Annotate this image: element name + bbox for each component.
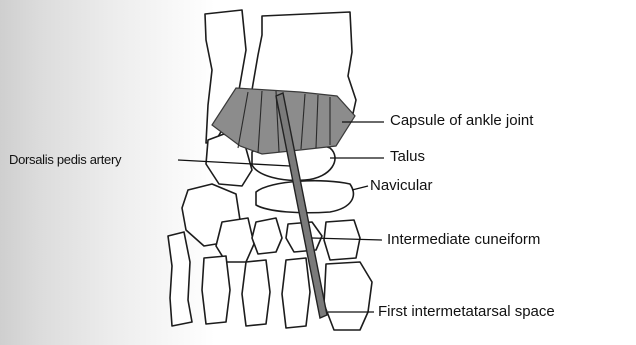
medial-cuneiform-bone [324, 220, 360, 260]
metatarsal-5-bone [168, 232, 192, 326]
metatarsal-1-bone [324, 262, 372, 330]
label-first-intermetatarsal-space: First intermetatarsal space [378, 303, 555, 321]
metatarsal-2-bone [282, 258, 310, 328]
leader-navicular [352, 186, 368, 190]
lateral-cuneiform-bone [252, 218, 282, 254]
label-talus: Talus [390, 148, 425, 166]
metatarsal-4-bone [202, 256, 230, 324]
label-intermediate-cuneiform: Intermediate cuneiform [387, 231, 540, 249]
label-navicular: Navicular [370, 177, 433, 195]
metatarsal-3-bone [242, 260, 270, 326]
cuboid-bone [216, 218, 254, 262]
label-capsule-of-ankle-joint: Capsule of ankle joint [390, 112, 533, 130]
label-dorsalis-pedis-artery: Dorsalis pedis artery [9, 151, 121, 169]
